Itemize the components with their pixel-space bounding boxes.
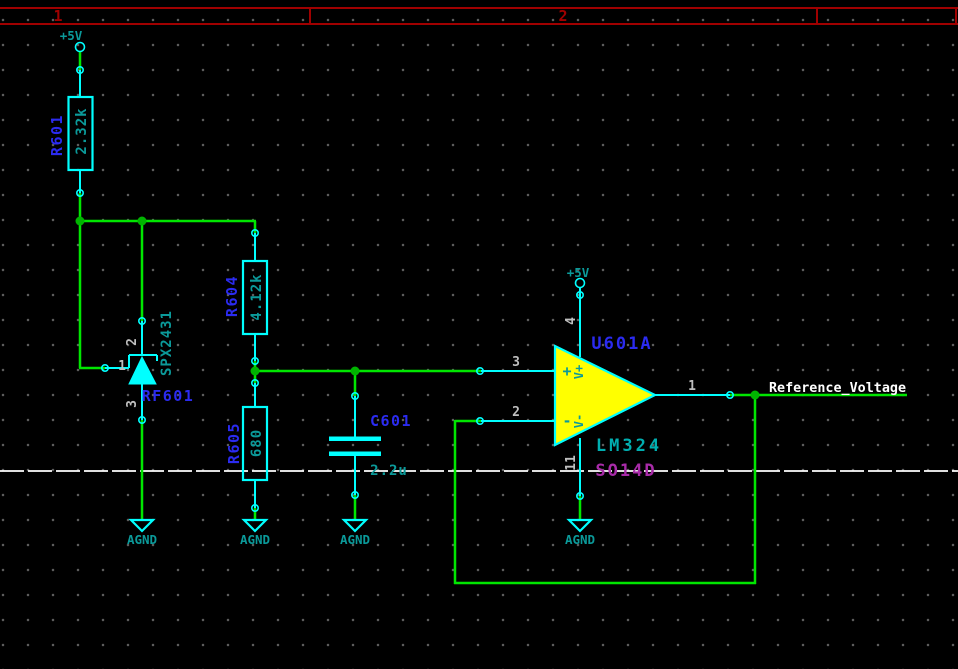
junction-dot xyxy=(750,390,760,400)
ground-label: AGND xyxy=(565,532,595,547)
pin-number: 1 xyxy=(118,359,126,374)
ground-symbol-agnd-r605[interactable]: AGND xyxy=(240,518,270,547)
ground-label: AGND xyxy=(340,532,370,547)
ground-label: AGND xyxy=(127,532,157,547)
pin-number: 2 xyxy=(125,338,140,346)
pin-end-markers xyxy=(76,66,734,512)
reference-label[interactable]: C601 xyxy=(370,412,412,430)
junction-dot xyxy=(137,216,147,226)
capacitor-C601[interactable]: C601 2.2u xyxy=(329,412,412,479)
ground-label: AGND xyxy=(240,532,270,547)
resistor-R605[interactable]: R605 680 xyxy=(225,405,269,482)
reference-label[interactable]: R604 xyxy=(223,275,241,317)
pin-number: 11 xyxy=(564,455,579,471)
power-label: +5V xyxy=(567,265,590,280)
reference-label[interactable]: U601A xyxy=(591,334,652,354)
opamp-U601A[interactable]: U601A LM324 SO14D + - V+ V- 3 2 1 4 11 xyxy=(512,317,696,481)
reference-label[interactable]: R601 xyxy=(48,114,66,156)
vminus-marker: V- xyxy=(572,414,586,428)
power-label: +5V xyxy=(60,28,83,43)
value-label[interactable]: LM324 xyxy=(596,436,662,456)
sheet-column-label-2: 2 xyxy=(558,7,567,25)
ground-symbol-agnd-u601[interactable]: AGND xyxy=(565,518,595,547)
power-symbol-5v-u601[interactable]: +5V xyxy=(567,265,590,289)
pin-number: 3 xyxy=(512,355,520,370)
pin-lines xyxy=(79,70,730,508)
value-label[interactable]: 2.32k xyxy=(74,107,90,154)
junction-dot xyxy=(250,366,260,376)
sheet-column-label-1: 1 xyxy=(53,7,62,25)
junction-dot xyxy=(350,366,360,376)
noninverting-input-marker: + xyxy=(562,362,571,380)
reference-label[interactable]: RF601 xyxy=(142,387,195,405)
value-label[interactable]: 680 xyxy=(249,429,265,457)
resistor-R601[interactable]: R601 2.32k xyxy=(48,95,94,172)
pin-number: 4 xyxy=(564,317,579,325)
pin-number: 3 xyxy=(125,400,140,408)
ground-symbol-agnd-c601[interactable]: AGND xyxy=(340,518,370,547)
value-label[interactable]: SPX2431 xyxy=(159,310,175,376)
reference-label[interactable]: R605 xyxy=(225,422,243,464)
wires[interactable] xyxy=(78,52,907,585)
shunt-reference-RF601[interactable]: SPX2431 RF601 1 2 3 xyxy=(118,310,194,408)
pin-number: 1 xyxy=(688,379,696,394)
pin-number: 2 xyxy=(512,405,520,420)
net-label-reference-voltage[interactable]: Reference_Voltage xyxy=(769,380,906,396)
value-label[interactable]: 2.2u xyxy=(370,463,408,479)
inverting-input-marker: - xyxy=(562,412,571,430)
resistor-R604[interactable]: R604 4.12k xyxy=(223,259,269,336)
vplus-marker: V+ xyxy=(572,365,586,379)
value-label[interactable]: 4.12k xyxy=(249,273,265,320)
opamp-body[interactable] xyxy=(553,344,658,447)
power-symbol-5v-r601[interactable]: +5V xyxy=(60,28,86,53)
junction-dot xyxy=(75,216,85,226)
sheet-border: 1 2 xyxy=(0,7,958,25)
wire-junctions[interactable] xyxy=(75,216,760,400)
ground-symbol-agnd-rf601[interactable]: AGND xyxy=(127,518,157,547)
footprint-label[interactable]: SO14D xyxy=(595,461,656,481)
